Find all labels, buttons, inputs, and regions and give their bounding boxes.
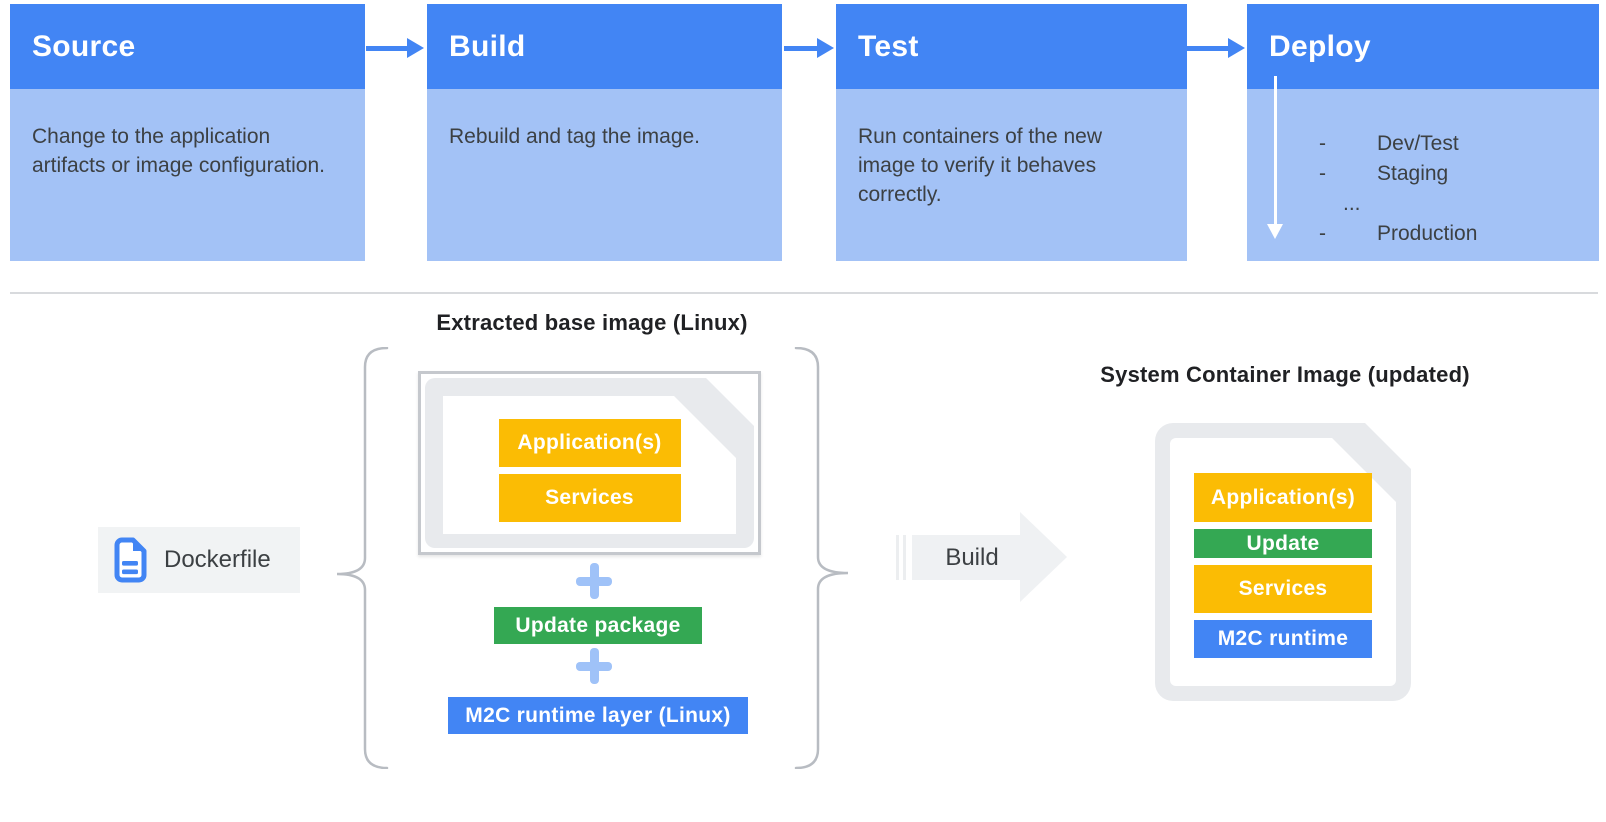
stage-source-header: Source — [10, 4, 365, 89]
layer-label: Services — [1238, 577, 1328, 600]
runtime-layer-box: M2C runtime layer (Linux) — [448, 697, 748, 734]
layer-update: Update — [1194, 529, 1372, 558]
update-package-box: Update package — [494, 607, 702, 644]
layer-label: Application(s) — [517, 431, 662, 454]
stage-source-title: Source — [32, 29, 136, 63]
build-arrow-label: Build — [945, 543, 999, 571]
stage-deploy: Deploy - Dev/Test - Staging ... - Produc… — [1247, 4, 1599, 261]
deploy-bullet: - — [1319, 162, 1326, 185]
stage-test-title: Test — [858, 29, 919, 63]
stage-build: Build Rebuild and tag the image. — [427, 4, 782, 261]
build-arrow-speed-line — [896, 535, 899, 580]
deploy-arrow-shaft — [1273, 76, 1277, 224]
stage-source: Source Change to the application artifac… — [10, 4, 365, 261]
runtime-layer-label: M2C runtime layer (Linux) — [465, 703, 731, 727]
stage-test: Test Run containers of the new image to … — [836, 4, 1187, 261]
left-brace — [336, 347, 389, 769]
deploy-bullet: - — [1319, 132, 1326, 155]
build-arrow-head — [1020, 512, 1067, 602]
stage-build-header: Build — [427, 4, 782, 89]
deploy-sequence-arrow-down-icon — [1267, 76, 1283, 240]
horizontal-divider — [10, 292, 1598, 294]
deploy-label: Production — [1377, 222, 1478, 245]
arrow-right-icon — [1187, 38, 1245, 58]
layer-applications: Application(s) — [1194, 473, 1372, 522]
stage-build-description: Rebuild and tag the image. — [449, 125, 701, 148]
stage-build-body: Rebuild and tag the image. — [427, 89, 782, 261]
update-package-label: Update package — [515, 613, 681, 637]
extracted-base-image-title: Extracted base image (Linux) — [436, 310, 748, 335]
arrow-right-icon — [784, 38, 834, 58]
arrow-head — [407, 38, 424, 58]
stage-deploy-header: Deploy — [1247, 4, 1599, 89]
arrow-head — [1228, 38, 1245, 58]
deploy-bullet: - — [1319, 222, 1326, 245]
layer-label: Update — [1246, 531, 1320, 555]
stage-test-header: Test — [836, 4, 1187, 89]
stage-source-description: Change to the application artifacts or i… — [32, 125, 325, 177]
arrow-right-icon — [366, 38, 424, 58]
stage-test-description: Run containers of the new image to verif… — [858, 125, 1102, 206]
stage-build-title: Build — [449, 29, 526, 63]
layer-label: Application(s) — [1210, 485, 1356, 509]
plus-icon — [576, 563, 612, 599]
layer-m2c-runtime: M2C runtime — [1194, 620, 1372, 658]
stage-deploy-title: Deploy — [1269, 29, 1371, 63]
build-arrow-speed-line — [903, 535, 906, 580]
stage-test-body: Run containers of the new image to verif… — [836, 89, 1187, 261]
layer-services: Services — [498, 474, 681, 522]
right-brace — [794, 347, 849, 769]
deploy-arrow-head — [1267, 224, 1283, 239]
arrow-head — [817, 38, 834, 58]
build-arrow-icon — [912, 535, 1020, 580]
extracted-base-image-box: Application(s) Services — [418, 371, 761, 555]
deploy-ellipsis: ... — [1343, 192, 1361, 215]
stage-source-body: Change to the application artifacts or i… — [10, 89, 365, 261]
layer-applications: Application(s) — [498, 419, 681, 467]
plus-icon — [576, 648, 612, 684]
blue-document-icon — [114, 537, 147, 583]
arrow-line — [1187, 45, 1228, 51]
layer-label: M2C runtime — [1217, 627, 1349, 650]
deploy-label: Dev/Test — [1377, 132, 1459, 155]
layer-services: Services — [1194, 565, 1372, 613]
deploy-label: Staging — [1377, 162, 1449, 185]
dockerfile-chip: Dockerfile — [98, 527, 300, 593]
layer-label: Services — [545, 486, 634, 509]
system-container-file-icon: Application(s) Update Services M2C runti… — [1155, 423, 1411, 701]
arrow-line — [784, 45, 817, 51]
dockerfile-label: Dockerfile — [164, 546, 271, 573]
stage-deploy-body: - Dev/Test - Staging ... - Production — [1247, 76, 1599, 261]
system-container-image-title: System Container Image (updated) — [1100, 362, 1470, 387]
arrow-line — [366, 45, 407, 51]
